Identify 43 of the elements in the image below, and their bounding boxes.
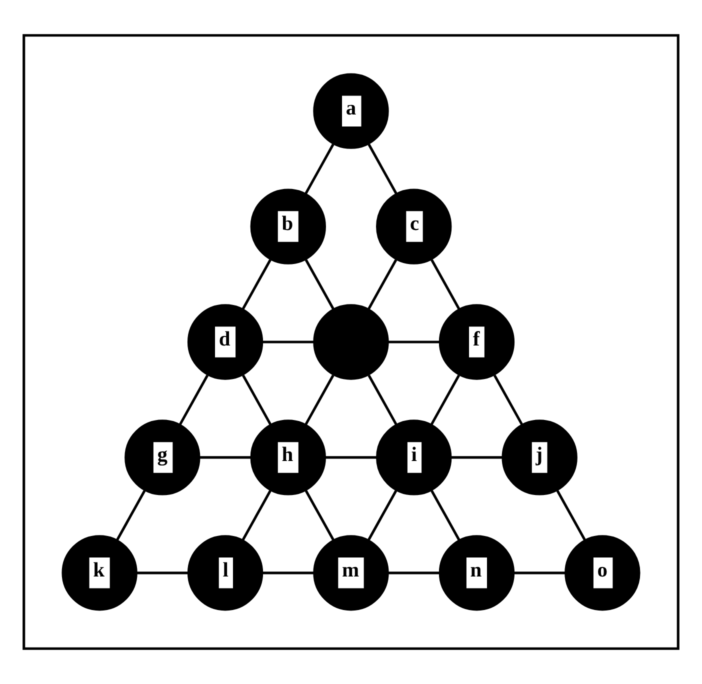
- connector: [325, 456, 377, 459]
- node-circle: d: [187, 304, 264, 380]
- node-circle: c: [376, 188, 452, 264]
- node-circle: l: [187, 535, 264, 611]
- node-circle: n: [438, 535, 515, 611]
- connector: [368, 490, 398, 541]
- connector: [304, 490, 334, 541]
- node-circle: f: [438, 304, 515, 380]
- connector: [242, 259, 272, 310]
- node-circle: k: [62, 535, 138, 611]
- node-circle: [313, 304, 389, 380]
- connector: [116, 490, 146, 541]
- connector: [430, 259, 460, 310]
- connector: [451, 456, 502, 459]
- connector: [304, 374, 334, 426]
- connector: [430, 374, 460, 426]
- node-circle: g: [124, 420, 200, 496]
- connector: [242, 374, 272, 426]
- connector: [304, 144, 334, 194]
- node-circle: o: [564, 535, 640, 611]
- connector: [430, 490, 460, 541]
- cluster: [22, 34, 680, 650]
- connector: [262, 340, 314, 344]
- connector: [368, 144, 398, 194]
- connector: [262, 572, 314, 574]
- node-circle: i: [376, 420, 452, 496]
- connector: [514, 572, 566, 574]
- connector: [242, 490, 272, 541]
- connector: [493, 374, 524, 426]
- node-circle: j: [502, 420, 578, 496]
- connector: [368, 259, 398, 310]
- node-circle: a: [313, 73, 389, 149]
- connector: [136, 572, 188, 574]
- connector: [556, 490, 586, 541]
- connector: [368, 374, 398, 426]
- connector: [304, 259, 334, 310]
- connector: [388, 572, 440, 574]
- connector: [178, 374, 209, 426]
- node-circle: h: [250, 420, 326, 496]
- node-circle: m: [313, 535, 389, 611]
- connector: [200, 456, 251, 459]
- connector: [388, 340, 440, 344]
- node-circle: b: [250, 188, 326, 264]
